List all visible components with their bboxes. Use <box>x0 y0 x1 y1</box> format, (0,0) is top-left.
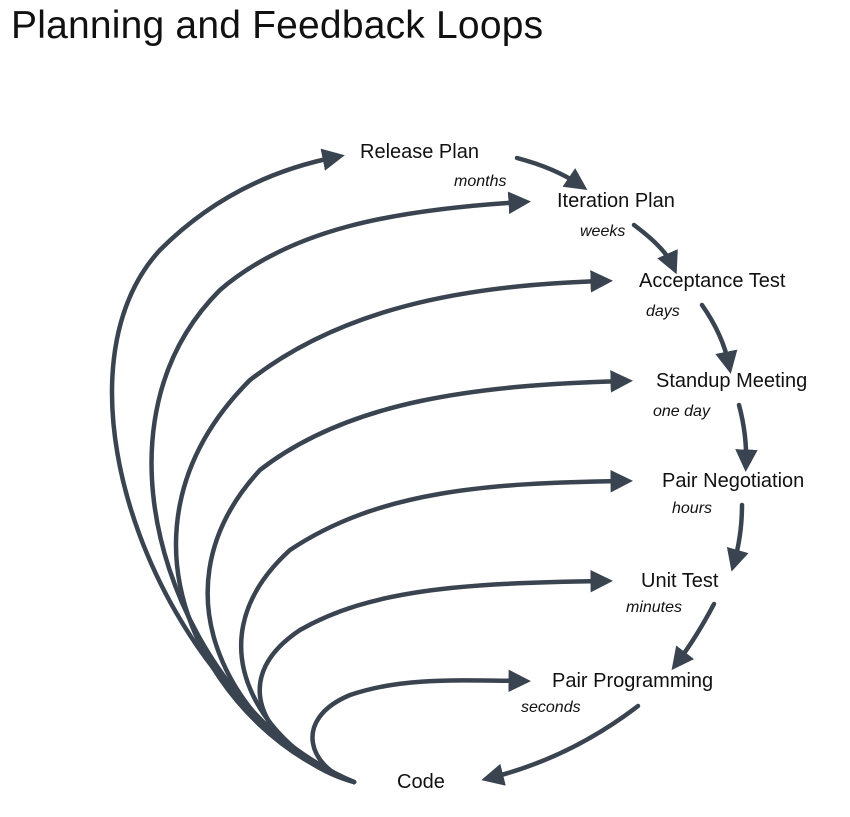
node-timescale-unit-test: minutes <box>626 599 682 616</box>
node-timescale-iteration-plan: weeks <box>580 223 625 240</box>
loop-arrow-acceptance-test <box>173 270 613 785</box>
node-label-release-plan: Release Plan <box>360 141 479 163</box>
node-timescale-release-plan: months <box>454 173 506 190</box>
loop-arrow-standup-meeting <box>205 370 633 785</box>
loop-arrow-pair-programming <box>310 669 531 785</box>
seq-arrow-standup-to-negotiation <box>735 402 758 472</box>
seq-arrow-unit-to-pairprog <box>671 601 717 671</box>
node-timescale-acceptance-test: days <box>646 303 680 320</box>
seq-arrow-pairprog-to-code <box>481 703 641 786</box>
page-title: Planning and Feedback Loops <box>11 4 544 47</box>
node-label-pair-programming: Pair Programming <box>552 670 713 692</box>
loop-arrow-release-plan <box>109 148 357 785</box>
node-label-code: Code <box>397 771 445 793</box>
node-label-pair-negotiation: Pair Negotiation <box>662 470 804 492</box>
node-label-iteration-plan: Iteration Plan <box>557 190 675 212</box>
node-timescale-pair-negotiation: hours <box>672 500 712 517</box>
loop-arrow-unit-test <box>257 569 613 785</box>
seq-arrow-negotiation-to-unit <box>726 502 749 572</box>
node-label-acceptance-test: Acceptance Test <box>639 270 786 292</box>
loop-arrow-iteration-plan <box>149 191 531 785</box>
seq-arrow-release-to-iteration <box>514 155 588 191</box>
node-timescale-standup-meeting: one day <box>653 403 711 420</box>
seq-arrow-iteration-to-acceptance <box>631 222 678 275</box>
node-label-unit-test: Unit Test <box>641 570 719 592</box>
seq-arrow-acceptance-to-standup <box>699 302 738 374</box>
node-timescale-pair-programming: seconds <box>521 699 581 716</box>
node-labels: Release Plan months Iteration Plan weeks… <box>360 141 807 793</box>
sequence-arrows <box>481 155 758 786</box>
node-label-standup-meeting: Standup Meeting <box>656 370 807 392</box>
feedback-loops <box>109 148 633 785</box>
